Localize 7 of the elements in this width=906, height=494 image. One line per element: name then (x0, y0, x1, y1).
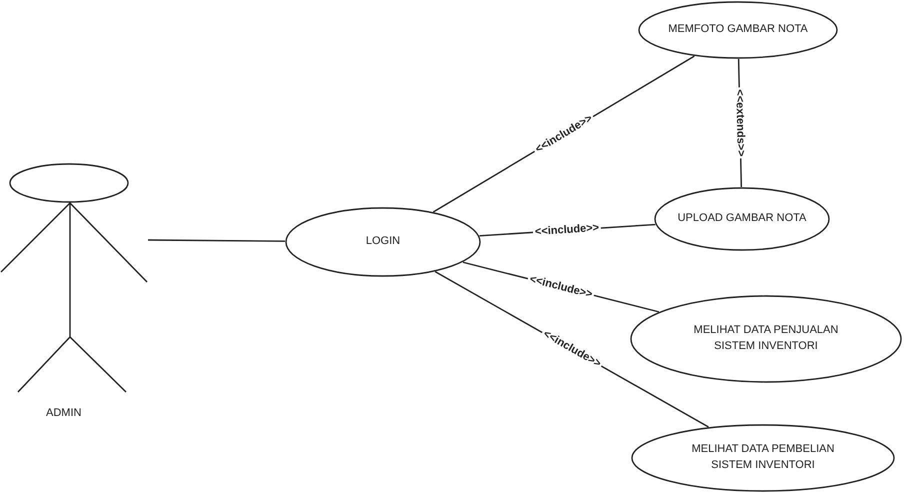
use-case-text: MELIHAT DATA PENJUALAN SISTEM INVENTORI (692, 323, 840, 354)
use-case-text: LOGIN (366, 234, 400, 250)
use-case-text: MELIHAT DATA PEMBELIAN SISTEM INVENTORI (690, 442, 836, 473)
use-case-text: UPLOAD GAMBAR NOTA (678, 211, 806, 226)
connector-line (148, 239, 286, 242)
use-case-text: MEMFOTO GAMBAR NOTA (668, 22, 808, 38)
actor-name: ADMIN (46, 406, 82, 421)
